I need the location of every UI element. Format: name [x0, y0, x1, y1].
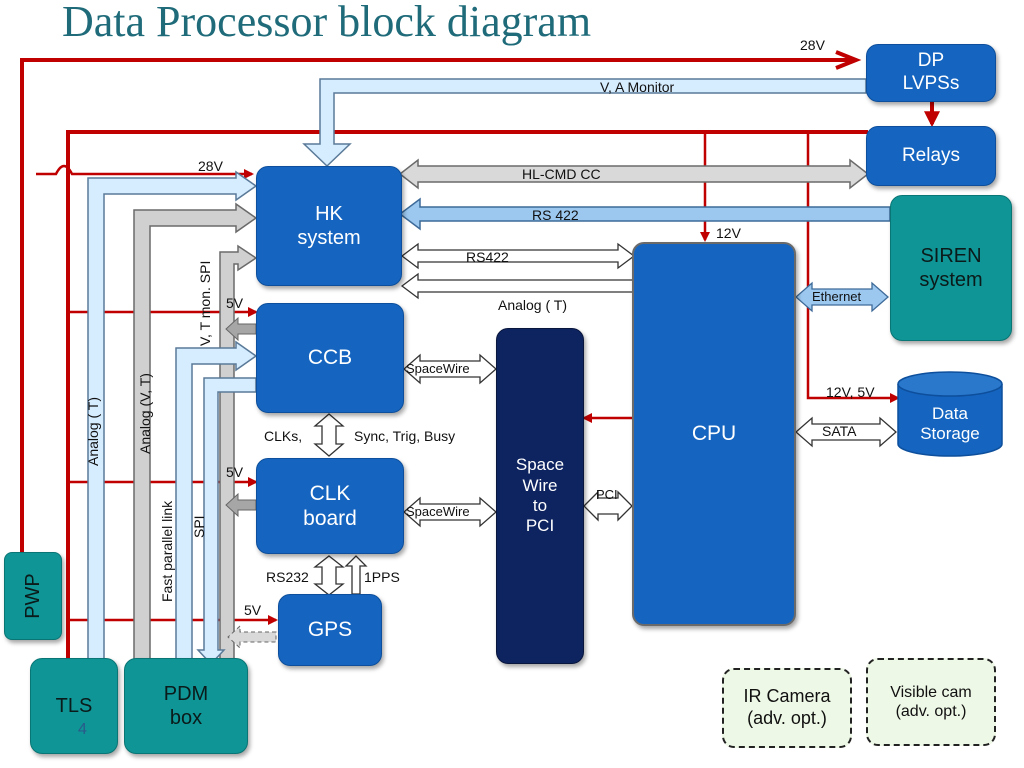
siren-line1: SIREN	[920, 245, 982, 267]
label-1pps: 1PPS	[364, 569, 400, 585]
gps-return-arrow	[227, 624, 277, 650]
label-hl-cmd: HL-CMD CC	[522, 166, 601, 182]
power-lines	[20, 50, 940, 690]
pwp-block: PWP	[4, 552, 62, 640]
pwp-28v-trunk	[20, 58, 852, 554]
label-vt-mon-spi-vertical: V, T mon. SPI	[197, 260, 213, 346]
cpu-label: CPU	[691, 422, 737, 446]
label-sata: SATA	[822, 423, 857, 439]
ccb-block: CCB	[256, 303, 404, 413]
clk-return-arrow	[225, 492, 257, 518]
ccb-label: CCB	[307, 346, 353, 370]
label-pci: PCI	[596, 487, 618, 502]
analog-t-bus	[400, 272, 635, 300]
va-monitor-bus	[302, 78, 867, 168]
label-va-monitor: V, A Monitor	[600, 79, 675, 95]
label-28v-top: 28V	[800, 37, 825, 53]
page-title: Data Processor block diagram	[62, 0, 592, 46]
hk-system-block: HK system	[256, 166, 402, 286]
ccb-return-arrow	[225, 316, 257, 342]
dp-lvpss-line1: DP	[917, 50, 945, 72]
cpu-block: CPU	[632, 242, 796, 626]
hk-line2: system	[297, 227, 361, 249]
spacewire-pci-block: Space Wire to PCI	[496, 328, 584, 664]
pdm-box-block: PDM box	[124, 658, 248, 754]
spw-line3: to	[532, 496, 548, 515]
relays-label: Relays	[901, 144, 961, 166]
label-spacewire-clk: SpaceWire	[406, 504, 470, 519]
pdm-line2: box	[169, 707, 203, 729]
pwp-label: PWP	[22, 573, 44, 619]
storage-line2: Storage	[920, 424, 980, 443]
data-storage-block: Data Storage	[898, 396, 1002, 452]
power-hk-28v	[36, 164, 254, 179]
ccb-clk-sync-bus	[313, 413, 345, 457]
tls-analog-bus	[87, 170, 258, 661]
relays-block: Relays	[866, 126, 996, 186]
dp-lvpss-line2: LVPSs	[902, 73, 960, 94]
pps-arrow	[344, 555, 368, 595]
data-storage-cylinder	[897, 371, 1003, 457]
page-number: 4	[78, 721, 87, 738]
pdm-fast-parallel-bus	[175, 340, 258, 661]
label-analog-vt-vertical: Analog (V, T)	[137, 373, 153, 454]
rs422-siren-bus	[398, 197, 891, 231]
label-spacewire-ccb: SpaceWire	[406, 361, 470, 376]
tls-block: TLS	[30, 658, 118, 754]
hk-line1: HK	[315, 203, 343, 225]
ir-camera-line2: (adv. opt.)	[747, 708, 827, 728]
spw-line1: Space	[515, 455, 565, 475]
ir-camera-line1: IR Camera	[743, 686, 831, 707]
label-sync-trig-busy: Sync, Trig, Busy	[354, 428, 456, 444]
visible-cam-line1: Visible cam	[890, 683, 972, 701]
label-5v-ccb: 5V	[226, 295, 244, 311]
relays-feed-line	[66, 130, 868, 690]
label-5v-clk: 5V	[226, 464, 244, 480]
sata-bus	[795, 416, 897, 448]
label-rs232: RS232	[266, 569, 309, 585]
rs422-cpu-bus	[400, 242, 636, 270]
label-spi-vertical: SPI	[191, 515, 207, 538]
rs232-bus	[313, 555, 345, 596]
gps-block: GPS	[278, 594, 382, 666]
label-ethernet: Ethernet	[812, 289, 862, 304]
clk-board-block: CLK board	[256, 458, 404, 554]
spw-line2: Wire	[522, 475, 558, 495]
power-28v-arrowhead	[835, 50, 862, 70]
tls-label: TLS	[55, 695, 93, 717]
dp-lvpss-block: DP LVPSs	[866, 44, 996, 102]
hl-cmd-bus	[398, 158, 870, 190]
label-rs422-cpu: RS422	[466, 249, 509, 265]
gps-label: GPS	[307, 618, 353, 642]
label-12v-5v: 12V, 5V	[826, 384, 875, 400]
label-clks: CLKs,	[264, 428, 303, 444]
ir-camera-block: IR Camera (adv. opt.)	[722, 668, 852, 748]
pdm-spi-bus	[196, 377, 257, 666]
pdm-line1: PDM	[163, 683, 209, 705]
label-fast-parallel-vertical: Fast parallel link	[159, 500, 175, 602]
label-analog-t: Analog ( T)	[498, 297, 567, 313]
siren-block: SIREN system	[890, 195, 1012, 341]
spw-line4: PCI	[525, 516, 555, 536]
siren-line2: system	[919, 269, 983, 291]
label-5v-gps: 5V	[244, 602, 262, 618]
label-28v-hk: 28V	[198, 158, 223, 174]
visible-cam-block: Visible cam (adv. opt.)	[866, 658, 996, 746]
label-analog-t-vertical: Analog ( T)	[85, 397, 101, 466]
ethernet-bus	[795, 281, 889, 313]
pdm-analog-bus	[133, 202, 258, 661]
label-12v-cpu: 12V	[716, 225, 741, 241]
label-rs422-siren: RS 422	[532, 207, 579, 223]
clk-line1: CLK	[309, 481, 351, 505]
storage-line1: Data	[932, 403, 968, 423]
clk-line2: board	[303, 507, 357, 530]
visible-cam-line2: (adv. opt.)	[895, 703, 967, 720]
